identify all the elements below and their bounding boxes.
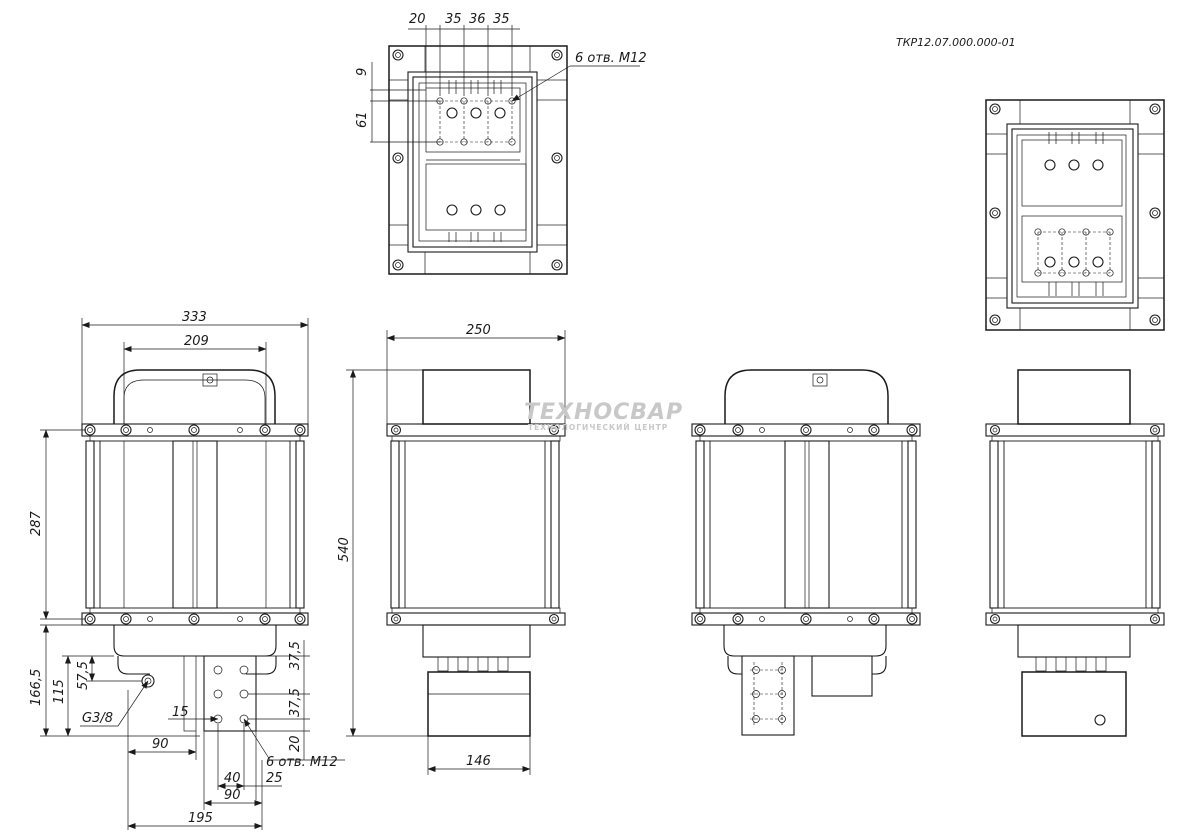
side-view	[386, 369, 566, 737]
holes-note-front: 6 отв. M12	[266, 755, 338, 770]
dim-250: 250	[466, 323, 491, 338]
holes-note-top: 6 отв. M12	[575, 51, 647, 66]
top-view-dimensions: 20 35 36 35 9 61 6 отв. M12	[355, 12, 647, 143]
dim-40: 40	[224, 771, 241, 786]
top-view	[388, 45, 568, 275]
side-view-dimensions: 250 540 146	[337, 323, 566, 775]
dim-146: 146	[466, 754, 491, 769]
logo-subtitle: ТЕХНОЛОГИЧЕСКИЙ ЦЕНТР	[528, 423, 668, 432]
dim-195: 195	[188, 811, 213, 826]
dim-37-5-top: 37,5	[288, 641, 303, 670]
dim-15: 15	[172, 705, 189, 720]
dim-333: 333	[182, 310, 207, 325]
dim-35b: 35	[493, 12, 510, 27]
dim-90-left: 90	[152, 737, 169, 752]
plan-view-right	[985, 99, 1165, 331]
dim-g3-8: G3/8	[82, 711, 113, 726]
dim-115: 115	[52, 679, 67, 704]
dim-37-5-mid: 37,5	[288, 688, 303, 717]
logo-name: ТЕХНОСВАР	[524, 400, 683, 425]
dim-36: 36	[469, 12, 486, 27]
dim-90-bottom: 90	[224, 788, 241, 803]
front-view	[81, 369, 309, 732]
dim-57-5: 57,5	[76, 661, 91, 690]
dim-540: 540	[337, 537, 352, 562]
dim-166-5: 166,5	[29, 669, 44, 706]
dim-61: 61	[355, 111, 370, 128]
front-view-dimensions: 333 209 287 166,5 115 57,5 G3/8 90	[29, 310, 345, 830]
dim-20-bottom: 20	[288, 735, 303, 752]
dim-287: 287	[29, 510, 44, 536]
dim-20: 20	[409, 12, 426, 27]
dim-209: 209	[184, 334, 209, 349]
dim-35a: 35	[445, 12, 462, 27]
end-view	[985, 369, 1165, 737]
rear-view	[691, 369, 921, 736]
dim-9: 9	[355, 68, 370, 76]
dim-25: 25	[266, 771, 283, 786]
technosvar-logo: ТЕХНОСВАР ТЕХНОЛОГИЧЕСКИЙ ЦЕНТР	[524, 400, 683, 432]
document-code: ТКР12.07.000.000-01	[896, 36, 1016, 49]
